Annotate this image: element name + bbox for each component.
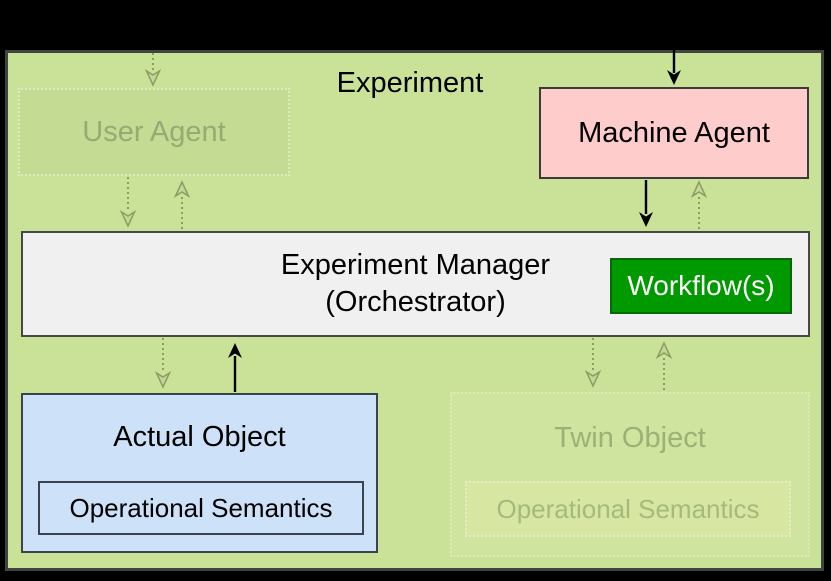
user-agent-label: User Agent <box>82 115 226 148</box>
node-workflow: Workflow(s) <box>610 258 792 314</box>
experiment-manager-label-line2: (Orchestrator) <box>325 286 506 318</box>
node-twin-object: Twin Object Operational Semantics <box>450 392 810 557</box>
node-actual-object: Actual Object Operational Semantics <box>21 393 378 553</box>
workflow-label: Workflow(s) <box>627 270 775 301</box>
experiment-manager-label-line1: Experiment Manager <box>280 249 551 281</box>
twin-operational-semantics-label: Operational Semantics <box>496 493 760 524</box>
actual-operational-semantics-label: Operational Semantics <box>69 492 333 523</box>
node-machine-agent: Machine Agent <box>539 87 809 179</box>
actual-operational-semantics-box: Operational Semantics <box>38 481 364 535</box>
node-experiment-manager: Experiment Manager (Orchestrator) <box>21 231 810 337</box>
twin-operational-semantics-box: Operational Semantics <box>465 481 791 537</box>
experiment-title: Experiment <box>336 66 484 99</box>
actual-object-label: Actual Object <box>113 421 286 453</box>
machine-agent-label: Machine Agent <box>578 116 770 149</box>
node-user-agent: User Agent <box>18 88 290 176</box>
twin-object-label: Twin Object <box>554 422 706 454</box>
